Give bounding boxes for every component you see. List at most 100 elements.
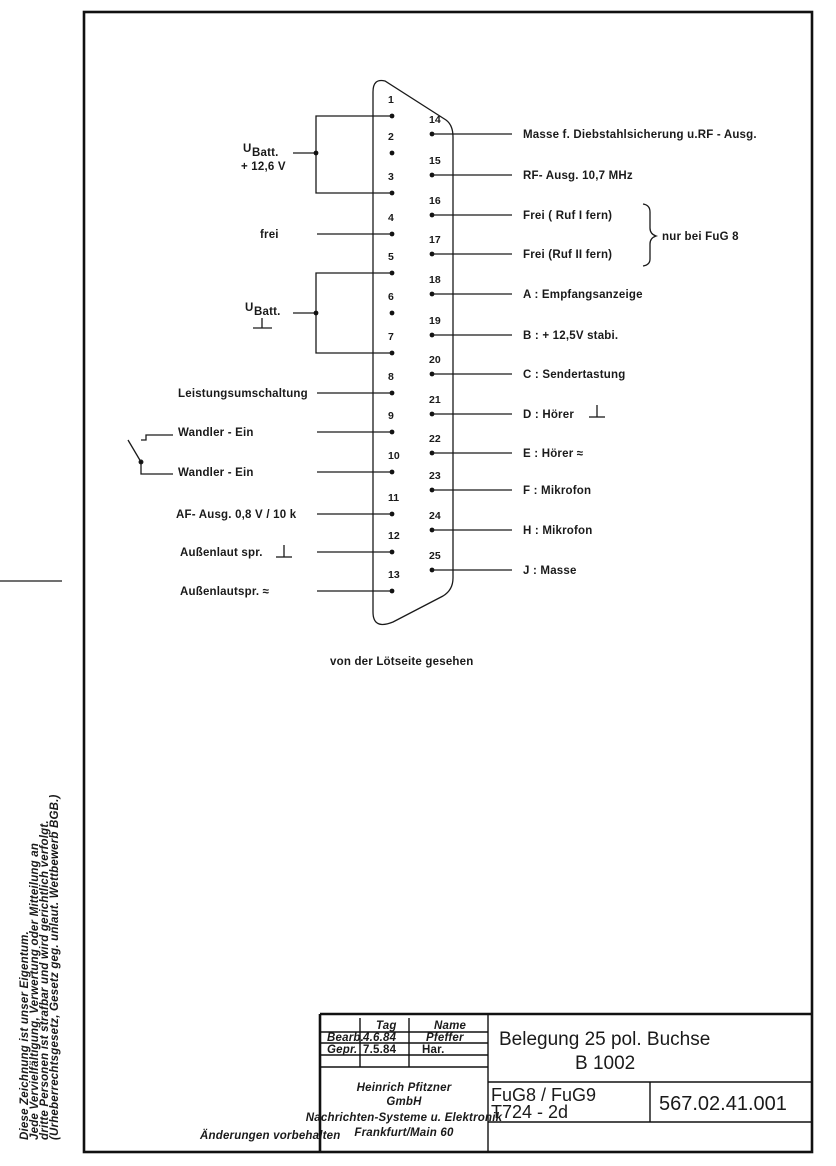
pin-label: D : Hörer xyxy=(523,409,574,421)
pin-number: 2 xyxy=(388,131,394,143)
pin-label: A : Empfangsanzeige xyxy=(523,289,643,301)
left-pin-2: 2 xyxy=(388,131,395,156)
bus-bracket-pins-5-7 xyxy=(315,272,392,354)
pin-number: 14 xyxy=(429,114,441,126)
pin-number: 25 xyxy=(429,550,441,562)
right-pin-21: 21D : Hörer xyxy=(429,394,574,421)
device-line2: T724 - 2d xyxy=(491,1102,568,1122)
ubatt-plus-u: U xyxy=(243,143,252,155)
drawing-number: 567.02.41.001 xyxy=(659,1093,787,1115)
pin-number: 3 xyxy=(388,171,394,183)
right-pin-23: 23 F : Mikrofon xyxy=(429,470,591,497)
pin-label: Masse f. Diebstahlsicherung u.RF - Ausg. xyxy=(523,129,757,141)
junction-dot xyxy=(313,150,319,156)
left-pin-5: 5 xyxy=(388,251,395,276)
sheet-frame xyxy=(82,10,814,1154)
legal-line: Jede Vervielfältigung, Verwertung oder M… xyxy=(29,843,41,1140)
view-caption: von der Lötseite gesehen xyxy=(330,656,473,668)
row-signature: Pfeffer xyxy=(426,1032,464,1044)
right-pin-24: 24 H : Mikrofon xyxy=(429,510,592,537)
legal-notice: Diese Zeichnung ist unser Eigentum. Jede… xyxy=(19,794,61,1140)
pin-label: Frei (Ruf II fern) xyxy=(523,249,612,261)
pin-label: frei xyxy=(260,229,279,241)
row-date: 4.6.84 xyxy=(362,1032,397,1044)
right-pin-22: 22E : Hörer ≈ xyxy=(429,433,584,460)
ground-symbol-icon xyxy=(276,545,292,558)
left-pin-4: 4 frei xyxy=(260,212,395,241)
pin-number: 18 xyxy=(429,274,441,286)
pin-number: 8 xyxy=(388,371,394,383)
ground-symbol-icon xyxy=(253,318,272,329)
d-sub-connector-outline xyxy=(372,79,454,626)
pin-number: 11 xyxy=(388,492,399,504)
pin-number: 6 xyxy=(388,291,394,303)
pin-number: 5 xyxy=(388,251,394,263)
pin-number: 23 xyxy=(429,470,441,482)
ground-symbol-icon xyxy=(589,405,605,418)
left-pin-1: 1 xyxy=(388,94,395,119)
pin-number: 15 xyxy=(429,155,441,167)
row-role: Gepr. xyxy=(327,1044,357,1056)
pin-label: H : Mikrofon xyxy=(523,525,592,537)
pin-number: 16 xyxy=(429,195,441,207)
junction-dot xyxy=(313,310,319,316)
legal-line: (Urheberrechtsgesetz, Gesetz geg. unlaut… xyxy=(49,794,61,1140)
ubatt-plus-sub: Batt. xyxy=(252,147,279,159)
pin-label: Wandler - Ein xyxy=(178,427,254,439)
pin-number: 9 xyxy=(388,410,394,422)
right-pin-19: 19 B : + 12,5V stabi. xyxy=(429,315,618,342)
changes-note: Änderungen vorbehalten xyxy=(199,1129,341,1142)
pin-label: Außenlaut spr. xyxy=(180,547,263,559)
right-pin-18: 18 A : Empfangsanzeige xyxy=(429,274,643,301)
pin-number: 24 xyxy=(429,510,441,522)
pin-label: RF- Ausg. 10,7 MHz xyxy=(523,170,633,182)
company-form: GmbH xyxy=(386,1096,422,1108)
company-name: Heinrich Pfitzner xyxy=(357,1082,452,1094)
pin-contact xyxy=(389,150,395,156)
pin-number: 7 xyxy=(388,331,394,343)
brace-pins-16-17 xyxy=(642,203,659,267)
drawing-title: Belegung 25 pol. Buchse xyxy=(499,1029,710,1050)
left-pin-7: 7 xyxy=(388,331,395,356)
col-name: Name xyxy=(434,1020,467,1032)
pin-label: C : Sendertastung xyxy=(523,369,625,381)
pin-number: 10 xyxy=(388,450,400,462)
pin-label: B : + 12,5V stabi. xyxy=(523,330,618,342)
ubatt-plus-value: + 12,6 V xyxy=(241,161,286,173)
pin-number: 4 xyxy=(388,212,394,224)
device-line1: FuG8 / FuG9 xyxy=(491,1085,596,1105)
legal-line: dritte Personen ist strafbar und wird ge… xyxy=(39,820,51,1140)
pin-number: 1 xyxy=(388,94,394,106)
left-pin-6: 6 xyxy=(388,291,395,316)
ubatt-ground-u: U xyxy=(245,302,254,314)
drawing-subtitle: B 1002 xyxy=(575,1053,635,1074)
col-tag: Tag xyxy=(376,1020,397,1032)
pin-label: AF- Ausg. 0,8 V / 10 k xyxy=(176,509,297,521)
right-pin-20: 20 C : Sendertastung xyxy=(429,354,625,381)
row-name: Har. xyxy=(422,1044,445,1056)
pin-label: J : Masse xyxy=(523,565,577,577)
switch-symbol-icon xyxy=(127,434,173,475)
right-pin-25: 25 J : Masse xyxy=(429,550,577,577)
pin-label: F : Mikrofon xyxy=(523,485,591,497)
pin-contact xyxy=(389,310,395,316)
pin-number: 19 xyxy=(429,315,441,327)
title-block: Tag Name Bearb. 4.6.84 Pfeffer Gepr. 7.5… xyxy=(306,1012,812,1152)
company-city: Frankfurt/Main 60 xyxy=(354,1127,454,1139)
pin-number: 17 xyxy=(429,234,441,246)
pin-number: 20 xyxy=(429,354,441,366)
pin-label: Leistungsumschaltung xyxy=(178,388,308,400)
legal-line: Diese Zeichnung ist unser Eigentum. xyxy=(19,931,31,1140)
brace-note: nur bei FuG 8 xyxy=(662,231,739,243)
pin-label: E : Hörer ≈ xyxy=(523,448,584,460)
